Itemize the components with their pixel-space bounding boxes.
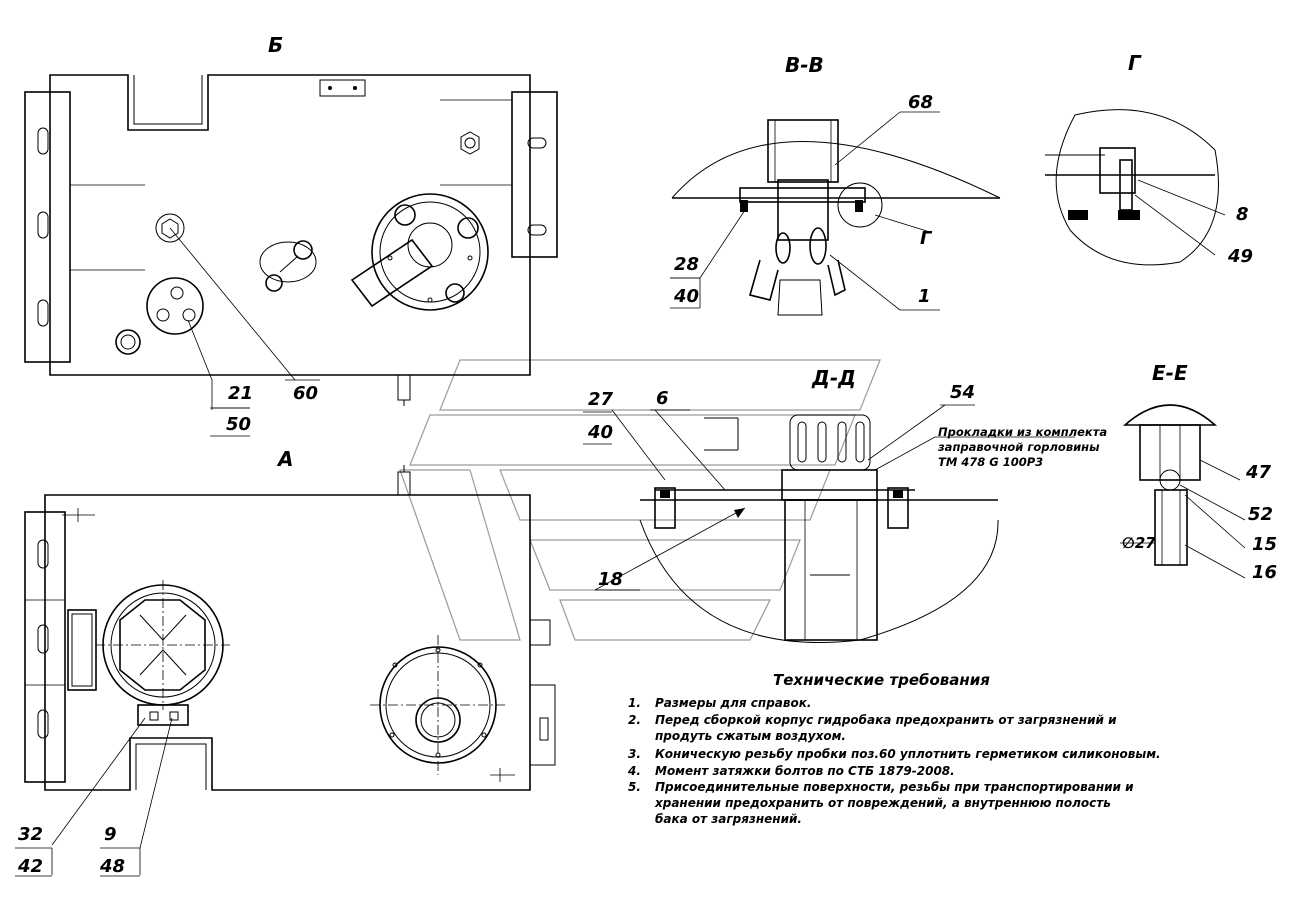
callout-50: 50 bbox=[226, 414, 251, 435]
req-2-line2: продуть сжатым воздухом. bbox=[655, 729, 846, 743]
diameter-label: ∅27 bbox=[1122, 534, 1156, 552]
section-dd: Д-Д bbox=[594, 366, 1075, 643]
callout-60: 60 bbox=[293, 383, 318, 404]
callout-40b: 40 bbox=[587, 422, 613, 443]
callout-15: 15 bbox=[1252, 534, 1277, 555]
ref-g: Г bbox=[920, 228, 933, 249]
req-5-line3: бака от загрязнений. bbox=[655, 812, 802, 826]
view-b-title: Б bbox=[268, 33, 283, 57]
callout-52: 52 bbox=[1248, 504, 1273, 525]
req-2-line1: Перед сборкой корпус гидробака предохран… bbox=[655, 713, 1117, 727]
callout-1: 1 bbox=[918, 286, 931, 307]
req-1-line1: Размеры для справок. bbox=[655, 696, 811, 710]
req-5-line1: Присоединительные поверхности, резьбы пр… bbox=[655, 780, 1134, 794]
callout-28: 28 bbox=[674, 254, 699, 275]
view-a-title: А bbox=[276, 447, 293, 471]
section-ee: Е-Е bbox=[1120, 361, 1246, 579]
gasket-note-line3: ТМ 478 G 100Р3 bbox=[938, 455, 1043, 469]
callout-6: 6 bbox=[656, 388, 669, 409]
section-ee-title: Е-Е bbox=[1152, 361, 1188, 385]
callout-27: 27 bbox=[588, 389, 614, 410]
callout-47: 47 bbox=[1245, 462, 1272, 483]
req-3-num: 3. bbox=[628, 747, 641, 761]
detail-g: Г bbox=[1045, 51, 1226, 266]
gasket-note-line2: заправочной горловины bbox=[937, 440, 1100, 454]
req-2-num: 2. bbox=[628, 713, 641, 727]
callout-underlines bbox=[15, 277, 700, 877]
callout-18: 18 bbox=[598, 569, 623, 590]
callout-32: 32 bbox=[18, 824, 43, 845]
req-5-line2: хранении предохранить от повреждений, а … bbox=[654, 796, 1111, 810]
section-dd-title: Д-Д bbox=[811, 366, 856, 390]
req-4-line1: Момент затяжки болтов по СТБ 1879-2008. bbox=[655, 764, 955, 778]
callout-8: 8 bbox=[1236, 204, 1249, 225]
callout-68: 68 bbox=[908, 92, 933, 113]
section-vv-title: В-В bbox=[785, 53, 824, 77]
section-vv: В-В bbox=[670, 53, 1001, 316]
callout-21: 21 bbox=[228, 383, 253, 404]
callout-9: 9 bbox=[104, 824, 117, 845]
callout-49: 49 bbox=[1227, 246, 1253, 267]
req-4-num: 4. bbox=[627, 764, 641, 778]
callout-54: 54 bbox=[950, 382, 975, 403]
callout-42: 42 bbox=[17, 856, 43, 877]
callout-40a: 40 bbox=[673, 286, 699, 307]
callout-16: 16 bbox=[1252, 562, 1277, 583]
gasket-note-line1: Прокладки из комплекта bbox=[938, 425, 1107, 439]
requirements-block: Технические требования 1. Размеры для сп… bbox=[627, 671, 1161, 826]
req-3-line1: Коническую резьбу пробки поз.60 уплотнит… bbox=[655, 747, 1161, 761]
detail-g-title: Г bbox=[1128, 51, 1142, 75]
requirements-title: Технические требования bbox=[773, 671, 990, 689]
req-5-num: 5. bbox=[628, 780, 641, 794]
watermark-logo bbox=[399, 359, 881, 641]
req-1-num: 1. bbox=[628, 696, 641, 710]
view-b-top: Б bbox=[24, 33, 558, 410]
view-a-front: А bbox=[15, 447, 556, 875]
callout-48: 48 bbox=[99, 856, 125, 877]
